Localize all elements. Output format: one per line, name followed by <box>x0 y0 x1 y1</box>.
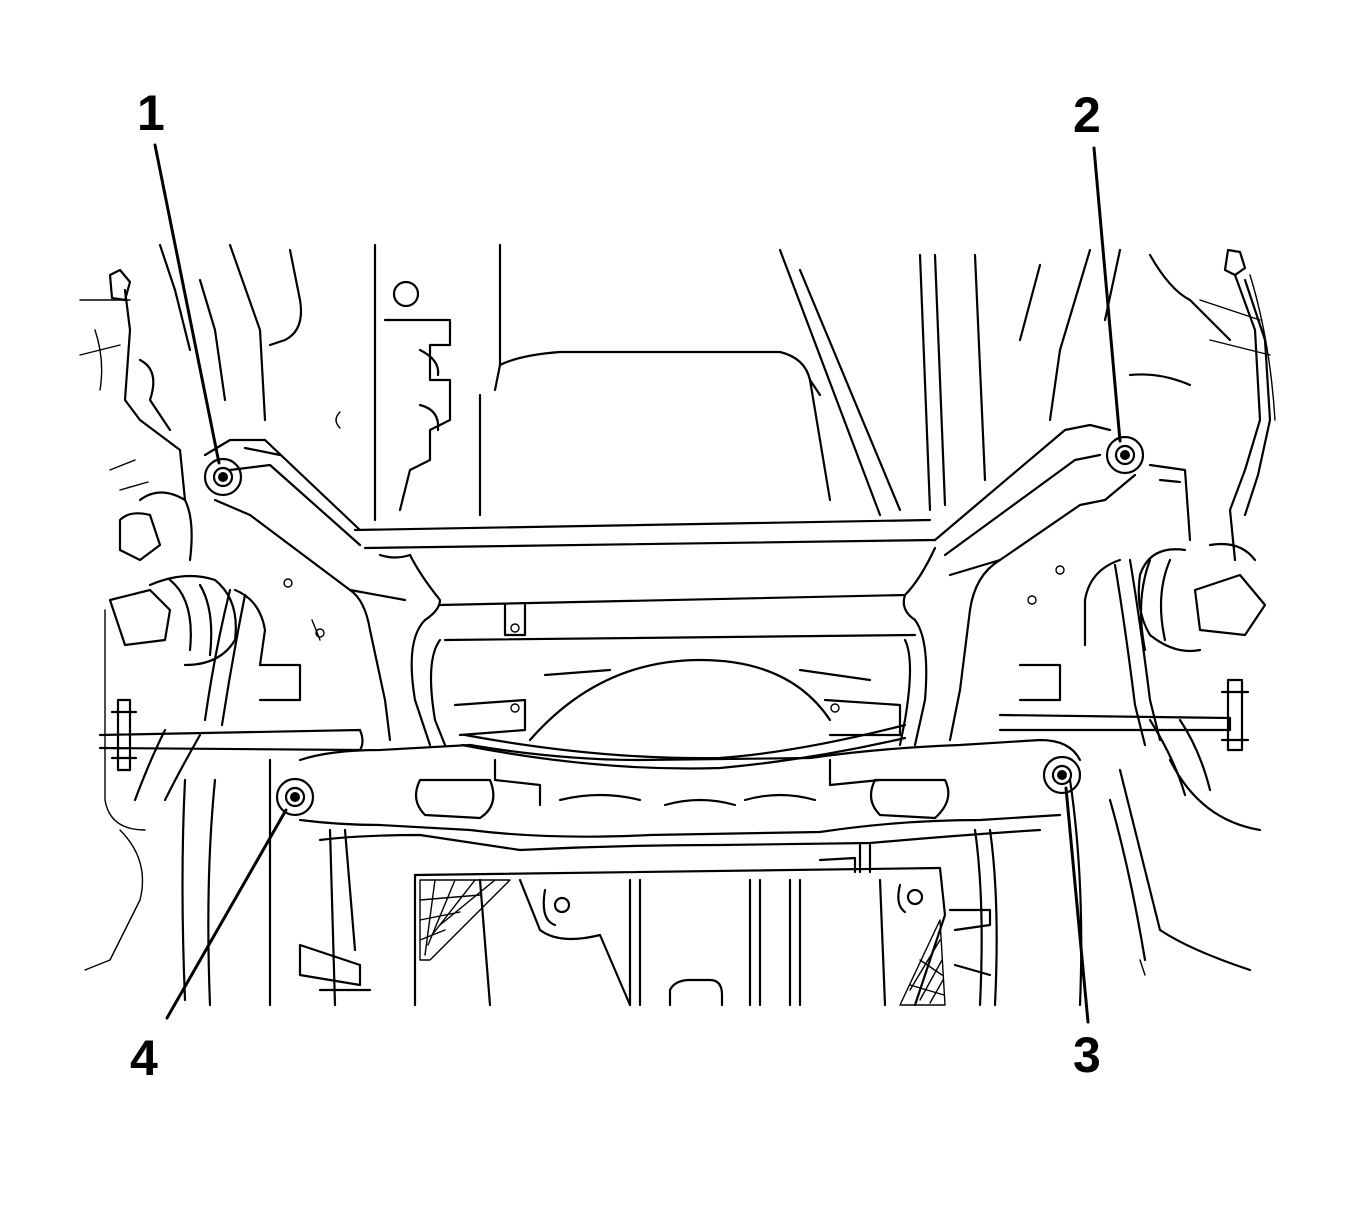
leader-line-4 <box>165 808 288 1020</box>
front-crossmember <box>353 518 937 642</box>
leader-line-3 <box>1064 786 1090 1024</box>
heat-shield-hatch <box>419 879 946 1006</box>
right-cradle-rail <box>898 423 1137 747</box>
callout-2-label: 2 <box>1073 87 1101 143</box>
floor-and-heat-shield <box>84 758 1262 1007</box>
leader-line-2 <box>1092 146 1122 443</box>
left-hub-assembly <box>98 268 364 831</box>
callout-1-label: 1 <box>137 85 165 141</box>
bolt-2 <box>1105 435 1145 475</box>
callout-3-label: 3 <box>1073 1027 1101 1083</box>
right-hub-assembly <box>998 248 1272 797</box>
bolt-4 <box>275 777 315 817</box>
body-structure <box>79 243 1276 522</box>
leader-line-1 <box>153 143 221 465</box>
left-cradle-rail <box>203 438 447 747</box>
bolt-3 <box>1042 755 1082 795</box>
bolt-1 <box>203 457 243 497</box>
rear-crossmember <box>298 723 1082 852</box>
differential-area <box>453 658 902 742</box>
callout-4-label: 4 <box>130 1030 158 1086</box>
